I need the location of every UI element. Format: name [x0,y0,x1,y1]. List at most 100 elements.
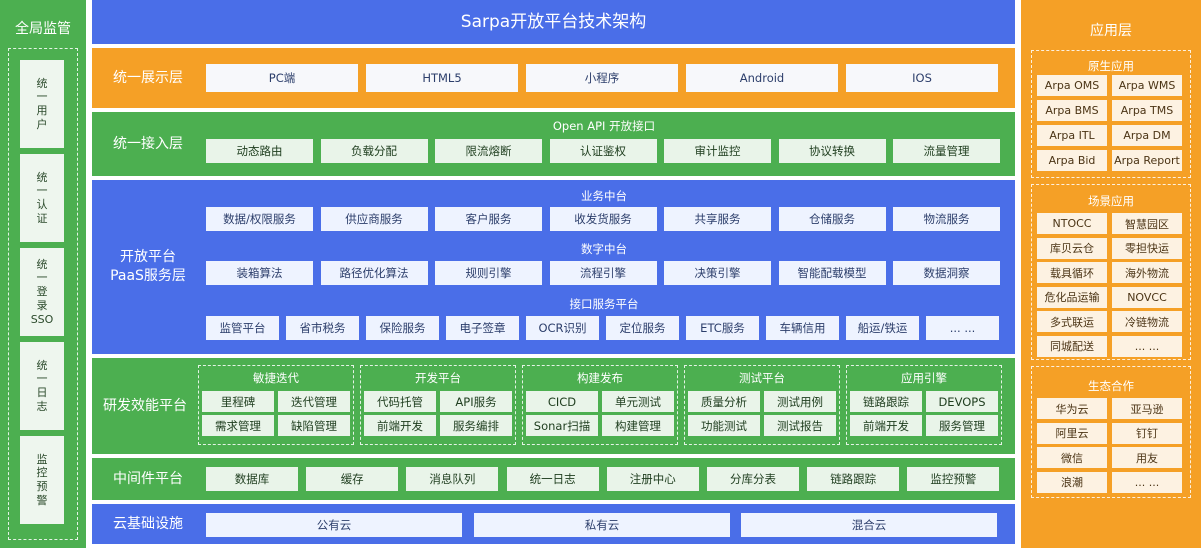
app-item: 多式联运 [1037,311,1107,332]
app-item: 同城配送 [1037,335,1107,357]
interface-service-item: 省市税务 [286,316,359,340]
devops-item: 测试用例 [764,391,836,412]
left-item-char: SSO [30,312,54,326]
devops-item: 测试报告 [764,415,836,436]
devops-item: 迭代管理 [278,391,350,412]
app-item: 阿里云 [1037,422,1107,444]
display-item: IOS [846,64,998,92]
left-item-char: 监 [36,452,48,466]
app-item: Arpa BMS [1037,100,1107,121]
cloud-layer-label: 云基础设施 [113,515,183,532]
devops-layer-label: 研发效能平台 [103,397,187,414]
app-item: ... ... [1112,335,1182,357]
left-item-char: 统 [36,76,48,90]
access-item: 限流熔断 [435,139,542,163]
devops-group [846,365,1002,445]
left-item-char: 户 [36,117,48,131]
devops-item: 服务管理 [926,415,998,436]
app-item: Arpa Report [1112,150,1182,171]
app-item: 亚马逊 [1112,398,1182,419]
devops-item: 前端开发 [364,415,436,436]
digital-service-item: 数据洞察 [893,261,1000,285]
business-service-item: 客户服务 [435,207,542,231]
paas-label-line1: 开放平台 [120,249,176,266]
left-item-char: 统 [36,257,48,271]
display-item: PC端 [206,64,358,92]
left-item-char: 证 [36,211,48,225]
middleware-item: 数据库 [206,467,298,491]
business-platform-title: 业务中台 [581,189,627,203]
middleware-item: 监控预警 [907,467,1000,491]
devops-item: 单元测试 [602,391,674,412]
devops-item: 前端开发 [850,415,922,436]
app-item: NOVCC [1112,286,1182,308]
middleware-item: 分库分表 [707,467,799,491]
left-item-char: 认 [36,198,48,211]
app-item: 库贝云仓 [1037,237,1107,259]
devops-item: 链路跟踪 [850,391,922,412]
devops-item: 里程碑 [202,391,274,412]
left-item-char: 统 [36,358,48,372]
left-item-char: 用 [36,104,48,117]
devops-item: API服务 [440,391,512,412]
left-item-char: 日 [36,386,48,399]
interface-service-item: 保险服务 [366,316,439,340]
left-item: 统一日志 [20,342,64,430]
left-panel-title: 全局监管 [15,20,71,37]
left-item-char: 警 [36,493,48,507]
app-item: ... ... [1112,471,1182,493]
app-item: Arpa ITL [1037,125,1107,146]
eco-partners-title: 生态合作 [1088,379,1134,393]
app-item: Arpa OMS [1037,75,1107,96]
left-item-char: 一 [36,271,48,285]
middleware-item: 缓存 [306,467,399,491]
access-item: 流量管理 [893,139,1000,163]
middleware-item: 链路跟踪 [807,467,900,491]
devops-item: 功能测试 [688,415,760,436]
cloud-item: 混合云 [741,513,997,537]
app-item: NTOCC [1037,213,1107,234]
display-item: HTML5 [366,64,518,92]
native-apps-title: 原生应用 [1088,59,1134,73]
app-item: 钉钉 [1112,422,1182,444]
interface-service-item: 监管平台 [206,316,279,340]
devops-item: 构建管理 [602,415,674,436]
paas-layer-label: 开放平台 PaaS服务层 [92,180,204,354]
cloud-item: 私有云 [474,513,730,537]
digital-service-item: 智能配载模型 [778,261,886,285]
access-item: 动态路由 [206,139,313,163]
app-item: 浪潮 [1037,471,1107,493]
devops-item: 代码托管 [364,391,436,412]
middleware-item: 消息队列 [406,467,499,491]
business-service-item: 数据/权限服务 [206,207,313,231]
digital-platform-title: 数字中台 [581,242,627,256]
scene-apps-title: 场景应用 [1088,194,1134,208]
right-panel-title: 应用层 [1090,22,1132,39]
devops-item: Sonar扫描 [526,415,598,436]
access-item: 协议转换 [778,139,886,163]
open-api-title: Open API 开放接口 [552,119,656,133]
app-item: 冷链物流 [1112,311,1182,332]
devops-group-title: 应用引擎 [901,371,947,385]
access-item: 负载分配 [320,139,428,163]
app-item: Arpa WMS [1112,75,1182,96]
interface-platform-title: 接口服务平台 [569,297,639,311]
access-item: 认证鉴权 [549,139,657,163]
business-service-item: 共享服务 [664,207,771,231]
interface-service-item: OCR识别 [526,316,599,340]
digital-service-item: 决策引擎 [664,261,771,285]
left-item-char: 一 [36,90,48,104]
interface-service-item: ETC服务 [686,316,759,340]
app-item: Arpa DM [1112,125,1182,146]
business-service-item: 供应商服务 [320,207,428,231]
interface-service-item: 电子签章 [446,316,519,340]
digital-service-item: 路径优化算法 [320,261,428,285]
interface-service-item: ... ... [926,316,999,340]
left-items-frame [8,48,78,540]
digital-service-item: 流程引擎 [549,261,657,285]
app-item: 微信 [1037,447,1107,468]
devops-group-title: 测试平台 [739,371,785,385]
app-item: 零担快运 [1112,237,1182,259]
app-item: 载具循环 [1037,262,1107,283]
devops-item: 服务编排 [440,415,512,436]
